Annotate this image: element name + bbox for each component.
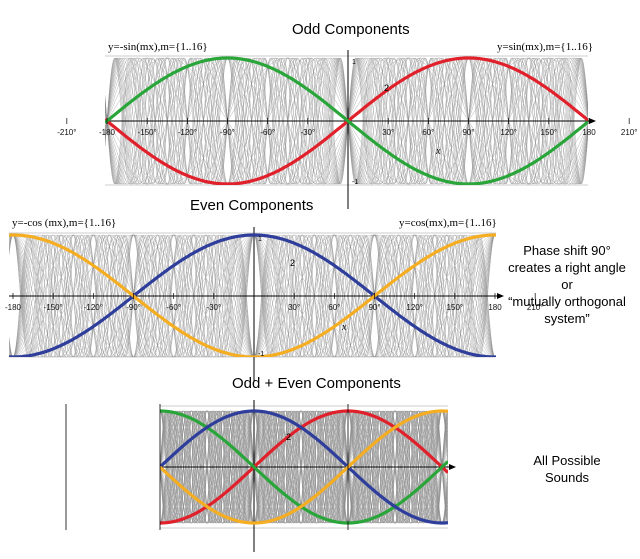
x-tick-label: -60°	[260, 128, 275, 137]
x-tick-label: -90°	[126, 303, 141, 312]
x-axis-symbol: x	[435, 146, 441, 157]
x-tick-label: 90°	[368, 303, 380, 312]
even-panel: -210°-180-150°-120°-90°-60°-30°30°60°90°…	[5, 227, 544, 381]
phase-note-line: “mutually orthogonal	[508, 294, 626, 309]
all-sounds-note: All Possible Sounds	[512, 452, 622, 486]
curve-label: 2	[290, 258, 295, 268]
odd-components-title: Odd Components	[292, 21, 410, 38]
odd-panel: -210° -180 -150° -120° -90° -60° -30° 30° 60° 90°…	[57, 50, 637, 209]
cos-curve	[160, 409, 448, 525]
x-tick-label: 210°	[621, 128, 638, 137]
phase-note-line: or	[561, 277, 573, 292]
curve-label: 2	[286, 432, 291, 442]
x-axis-symbol: x	[341, 322, 347, 333]
x-tick-label: -30°	[300, 128, 315, 137]
even-right-formula: y=cos(mx),m={1..16}	[399, 217, 497, 229]
curve-label: 2	[384, 83, 389, 93]
x-tick-label: 180	[582, 128, 596, 137]
x-tick-label: -180	[99, 128, 116, 137]
x-tick-label: 150°	[447, 303, 464, 312]
odd-even-components-title: Odd + Even Components	[232, 375, 401, 392]
phase-note-line: creates a right angle	[508, 260, 626, 275]
y-bottom-label: -1	[352, 179, 358, 186]
sounds-note-line: All Possible	[533, 453, 601, 468]
x-tick-label: -150°	[44, 303, 63, 312]
y-bottom-label: -1	[258, 351, 264, 358]
phase-shift-note: Phase shift 90° creates a right angle or…	[502, 242, 632, 327]
x-tick-label: -120°	[178, 128, 197, 137]
y-top-label: 1	[352, 59, 356, 66]
odd-left-formula: y=-sin(mx),m={1..16}	[108, 41, 208, 53]
cos-curve	[9, 233, 496, 357]
phase-note-line: system”	[544, 311, 590, 326]
x-tick-label: -60°	[166, 303, 181, 312]
neg-sin-curve	[105, 56, 588, 185]
y-top-label: 1	[258, 236, 262, 243]
x-tick-label: -120°	[84, 303, 103, 312]
sum-panel: 2	[65, 400, 456, 552]
x-tick-label: 30°	[382, 128, 394, 137]
x-tick-label: 180	[488, 303, 502, 312]
x-tick-label: -180	[5, 303, 22, 312]
x-tick-label: -210°	[57, 128, 76, 137]
sounds-note-line: Sounds	[544, 470, 590, 485]
x-tick-label: 60°	[328, 303, 340, 312]
x-tick-label: -150°	[138, 128, 157, 137]
even-components-title: Even Components	[190, 197, 314, 214]
odd-right-formula: y=sin(mx),m={1..16}	[497, 41, 593, 53]
x-tick-label: 210°	[527, 303, 544, 312]
x-tick-label: 150°	[541, 128, 558, 137]
even-left-formula: y=-cos (mx),m={1..16}	[12, 217, 117, 229]
x-tick-label: -90°	[220, 128, 235, 137]
neg-cos-curve	[9, 233, 496, 357]
neg-cos-curve	[160, 409, 448, 525]
sin-curve	[105, 56, 588, 185]
x-tick-label: 120°	[406, 303, 423, 312]
x-tick-label: -30°	[206, 303, 221, 312]
harmonic-curves	[160, 410, 448, 524]
x-tick-label: 30°	[288, 303, 300, 312]
x-tick-label: 60°	[422, 128, 434, 137]
x-tick-label: 90°	[462, 128, 474, 137]
phase-note-line: Phase shift 90°	[523, 243, 611, 258]
x-tick-label: 120°	[500, 128, 517, 137]
